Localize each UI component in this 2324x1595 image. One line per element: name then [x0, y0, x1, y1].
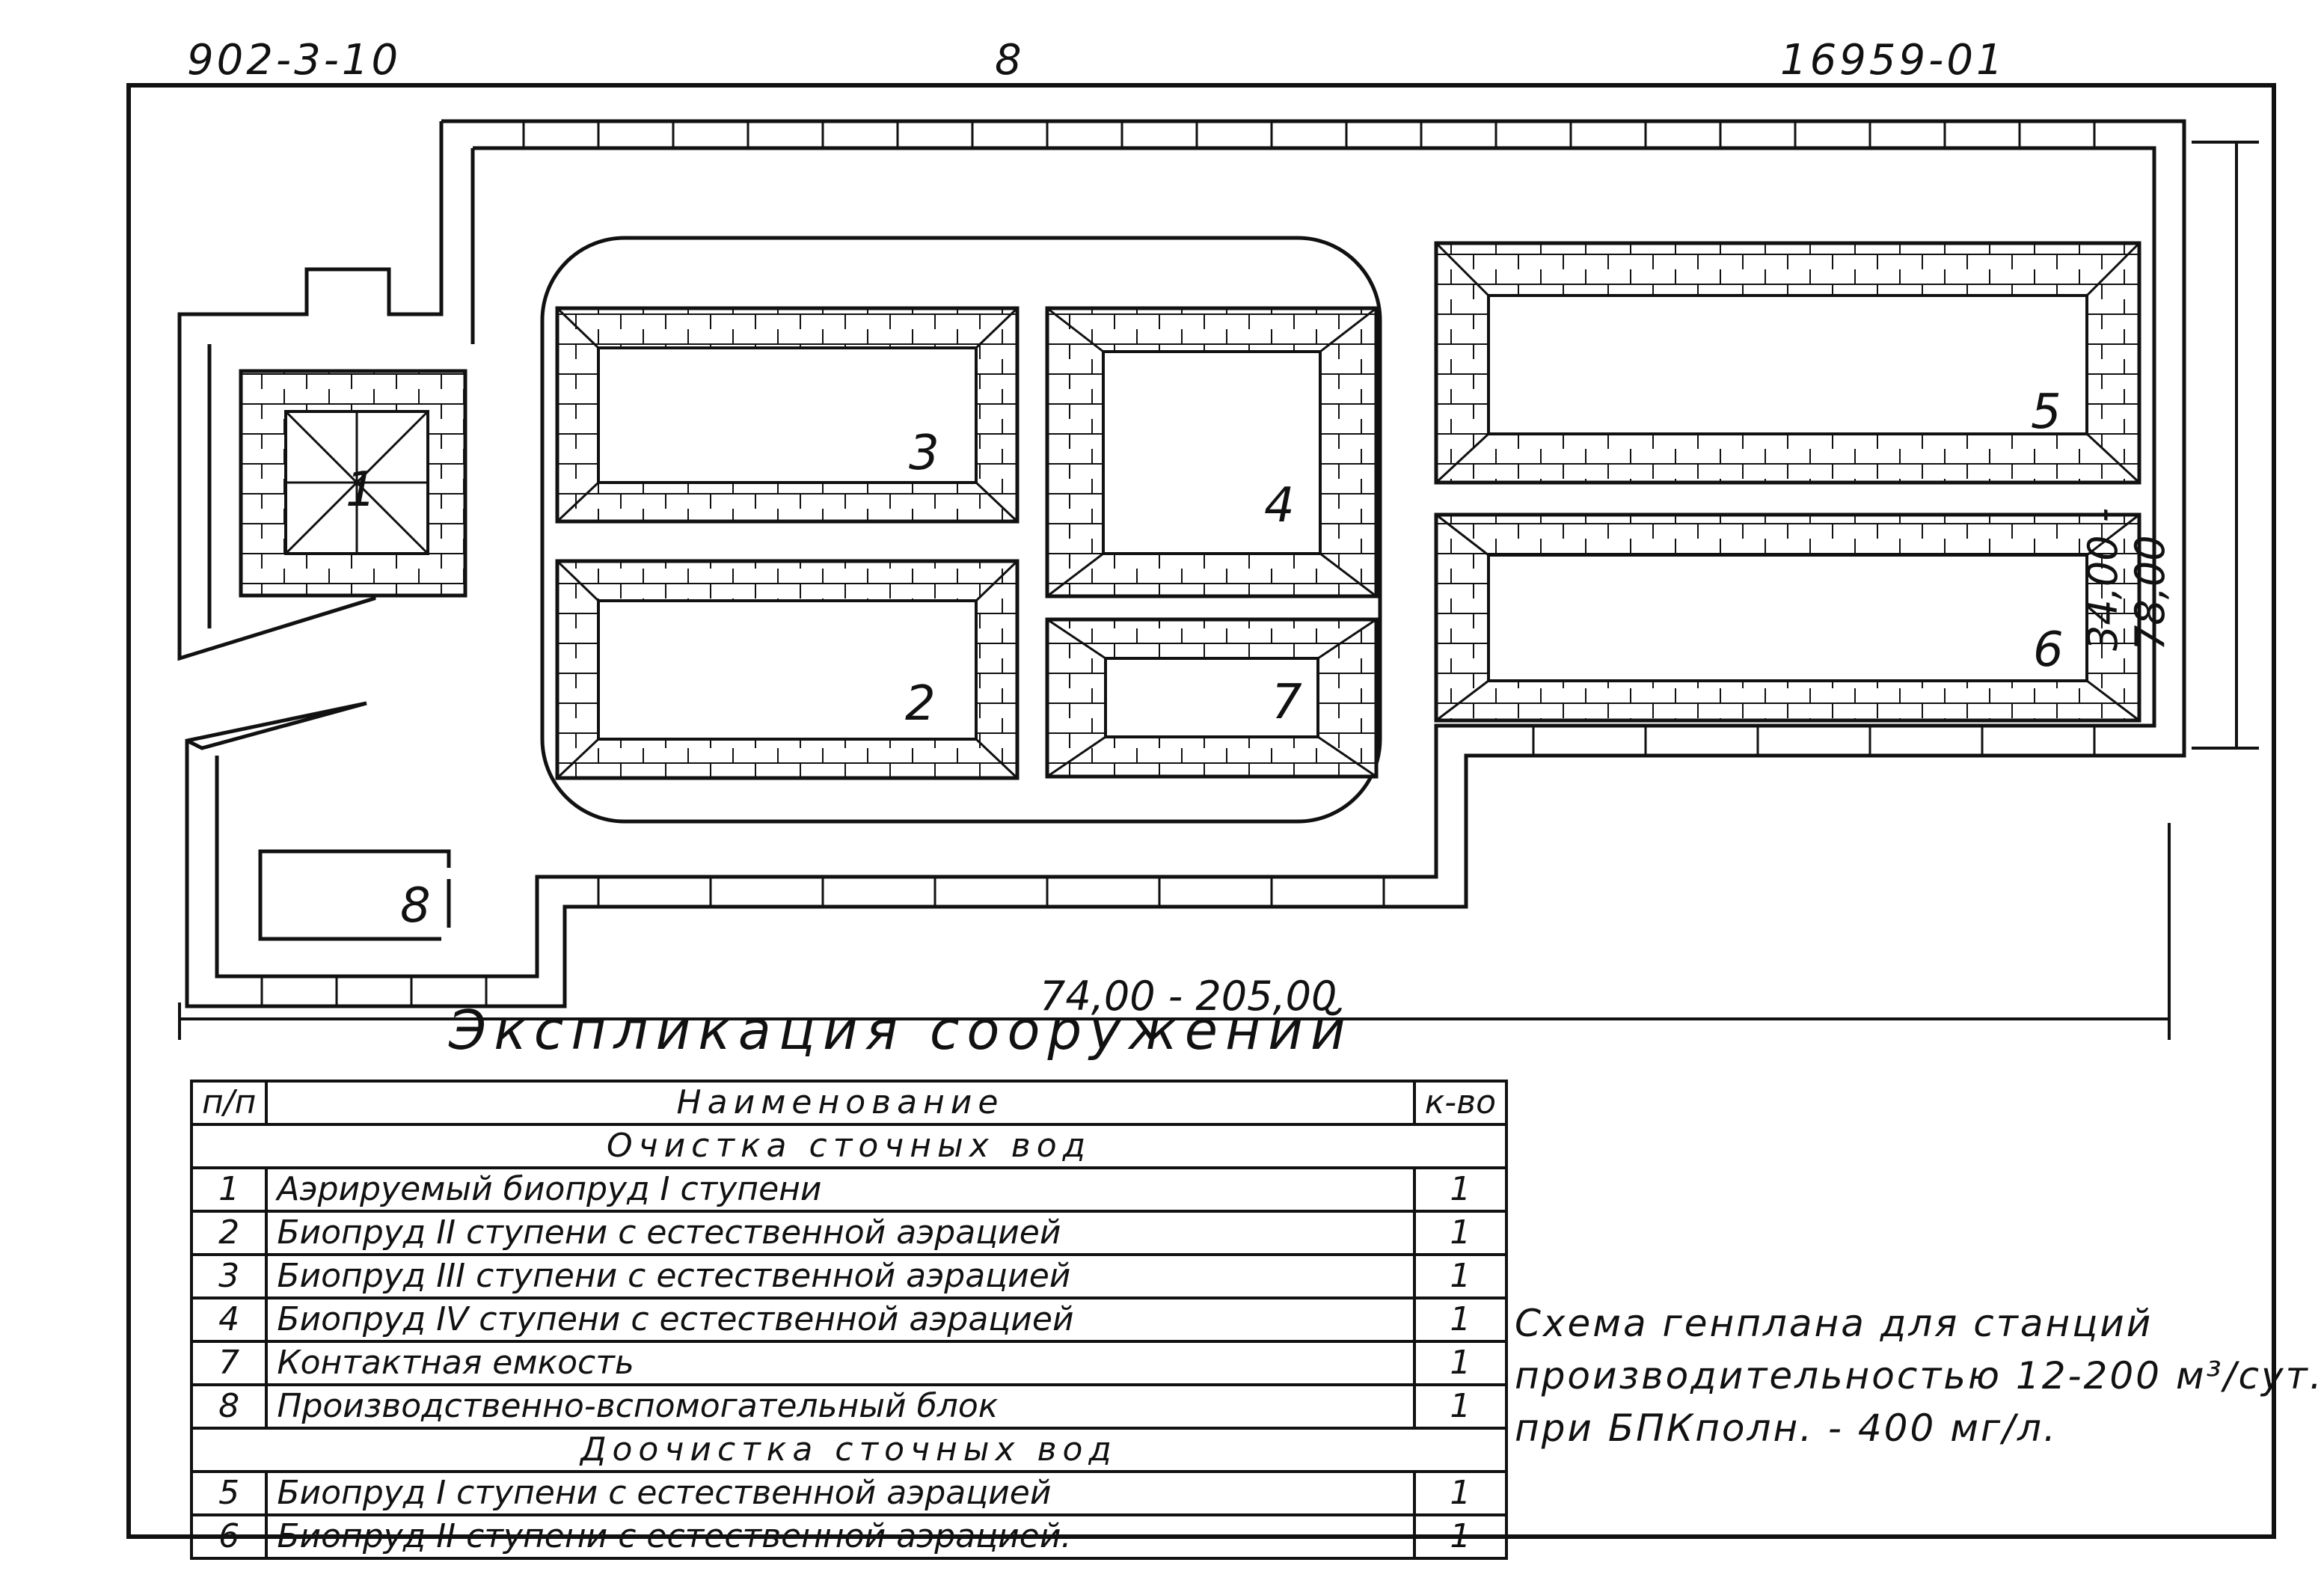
table-row: 6 Биопруд II ступени с естественной аэра… [189, 1513, 1509, 1560]
row-name: Производственно-вспомогательный блок [265, 1383, 1416, 1430]
table-header-row: п/п Наименование к-во [189, 1080, 1509, 1126]
site-fence [177, 119, 2186, 1008]
row-name: Биопруд II ступени с естественной аэраци… [265, 1513, 1416, 1560]
table-row: 1 Аэрируемый биопруд I ступени 1 [189, 1166, 1509, 1213]
row-qty: 1 [1412, 1470, 1509, 1516]
series-code: 902-3-10 [187, 36, 402, 85]
row-qty: 1 [1412, 1383, 1509, 1430]
width-dimension: 74,00 - 205,00 [1040, 973, 1337, 1020]
structure-label: 1 [346, 462, 376, 518]
explication-table: п/п Наименование к-во Очистка сточных во… [189, 1080, 1509, 1560]
structure-label: 6 [2033, 622, 2064, 678]
table-row: 2 Биопруд II ступени с естественной аэра… [189, 1210, 1509, 1256]
row-num: 6 [189, 1513, 269, 1560]
row-qty: 1 [1412, 1253, 1509, 1299]
pond-5 [1434, 241, 2141, 485]
table-row: 8 Производственно-вспомогательный блок 1 [189, 1383, 1509, 1430]
col-num-header: п/п [189, 1080, 269, 1126]
caption-line-3: при БПКполн. - 400 мг/л. [1515, 1406, 2058, 1450]
site-fence-ticks [260, 121, 2096, 1006]
structure-label: 2 [905, 676, 936, 732]
pond-2 [555, 559, 1020, 780]
row-qty: 1 [1412, 1296, 1509, 1343]
table-row: 5 Биопруд I ступени с естественной аэрац… [189, 1470, 1509, 1516]
caption-line-1: Схема генплана для станций [1515, 1302, 2153, 1345]
section-title: Доочистка сточных вод [190, 1427, 1508, 1473]
row-num: 3 [189, 1253, 269, 1299]
height-dimension: 34,00 - 78,00 [2079, 507, 2174, 651]
row-qty: 1 [1412, 1340, 1509, 1386]
section-row: Очистка сточных вод [190, 1123, 1508, 1169]
row-num: 4 [189, 1296, 269, 1343]
structure-label: 5 [2031, 385, 2061, 440]
contact-tank-7 [1045, 617, 1379, 779]
table-row: 4 Биопруд IV ступени с естественной аэра… [189, 1296, 1509, 1343]
pond-3 [555, 306, 1020, 524]
row-name: Контактная емкость [265, 1340, 1416, 1386]
pond-1 [239, 369, 467, 598]
pond-group-enclosure [540, 236, 1382, 824]
row-num: 2 [189, 1210, 269, 1256]
structure-label: 8 [400, 878, 431, 934]
section-title: Очистка сточных вод [190, 1123, 1508, 1169]
building-8 [258, 849, 451, 941]
row-qty: 1 [1412, 1166, 1509, 1213]
pond-6 [1434, 512, 2141, 723]
caption-line-2: производительностью 12-200 м³/сут. [1515, 1354, 2324, 1397]
row-qty: 1 [1412, 1513, 1509, 1560]
table-row: 3 Биопруд III ступени с естественной аэр… [189, 1253, 1509, 1299]
row-num: 5 [189, 1470, 269, 1516]
row-name: Биопруд II ступени с естественной аэраци… [265, 1210, 1416, 1256]
row-num: 7 [189, 1340, 269, 1386]
explication-title: Экспликация сооружений [449, 999, 1353, 1062]
row-name: Биопруд I ступени с естественной аэрацие… [265, 1470, 1416, 1516]
row-num: 8 [189, 1383, 269, 1430]
row-name: Биопруд III ступени с естественной аэрац… [265, 1253, 1416, 1299]
section-row: Доочистка сточных вод [190, 1427, 1508, 1473]
row-name: Аэрируемый биопруд I ступени [265, 1166, 1416, 1213]
row-qty: 1 [1412, 1210, 1509, 1256]
drawing-number: 16959-01 [1780, 36, 2006, 85]
structure-label: 3 [909, 426, 939, 481]
col-qty-header: к-во [1412, 1080, 1509, 1126]
table-row: 7 Контактная емкость 1 [189, 1340, 1509, 1386]
structure-label: 4 [1264, 478, 1295, 533]
col-name-header: Наименование [265, 1080, 1416, 1126]
sheet-number: 8 [995, 36, 1025, 85]
row-num: 1 [189, 1166, 269, 1213]
dimension-lines [178, 141, 2259, 1040]
row-name: Биопруд IV ступени с естественной аэраци… [265, 1296, 1416, 1343]
structure-label: 7 [1272, 675, 1302, 730]
pond-4 [1045, 306, 1379, 598]
